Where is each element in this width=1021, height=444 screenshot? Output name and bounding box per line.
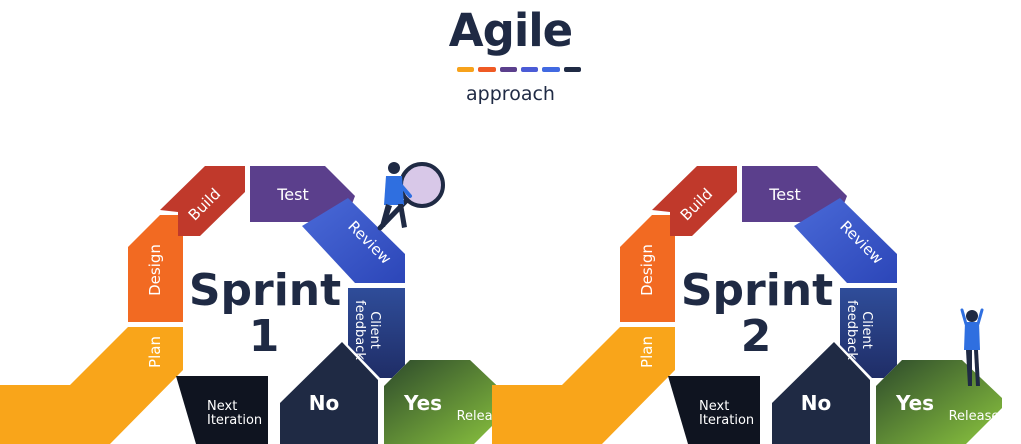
client-feedback-label-1: Client — [859, 311, 874, 349]
sprint-2-loop: Plan Design Build Test Review Client fee… — [492, 166, 1002, 444]
next-label: Next — [207, 399, 237, 414]
sprint-1-loop: Plan Design Build Test Review Client fee… — [0, 166, 510, 444]
release-label: Release — [949, 409, 1000, 424]
sprint-2-word: Sprint — [681, 265, 833, 316]
bar-purple — [499, 67, 517, 72]
plan-label: Plan — [638, 336, 656, 368]
bar-navy — [563, 67, 581, 72]
bar-red — [478, 67, 496, 72]
title-underline-bars — [457, 67, 581, 73]
client-feedback-label-1: Client — [367, 311, 382, 349]
bar-royal — [542, 67, 560, 72]
iteration-label: Iteration — [699, 413, 754, 428]
test-label: Test — [768, 185, 801, 204]
page-title: Agile — [448, 4, 573, 57]
page-subtitle: approach — [466, 83, 555, 105]
next-label: Next — [699, 399, 729, 414]
iteration-label: Iteration — [207, 413, 262, 428]
no-label: No — [309, 391, 339, 415]
sprint-1-word: Sprint — [189, 265, 341, 316]
bar-blue — [520, 67, 539, 72]
bar-orange — [457, 67, 475, 72]
client-feedback-label-2: feedback — [352, 300, 367, 360]
cheering-person-icon — [960, 308, 984, 386]
test-label: Test — [276, 185, 309, 204]
design-label: Design — [146, 244, 164, 296]
client-feedback-label-2: feedback — [844, 300, 859, 360]
yes-label: Yes — [895, 391, 934, 415]
sprint-2-number: 2 — [741, 311, 772, 362]
sprint-1-number: 1 — [249, 311, 280, 362]
no-label: No — [801, 391, 831, 415]
design-label: Design — [638, 244, 656, 296]
yes-label: Yes — [403, 391, 442, 415]
plan-label: Plan — [146, 336, 164, 368]
magnifier-person-icon — [377, 162, 445, 231]
